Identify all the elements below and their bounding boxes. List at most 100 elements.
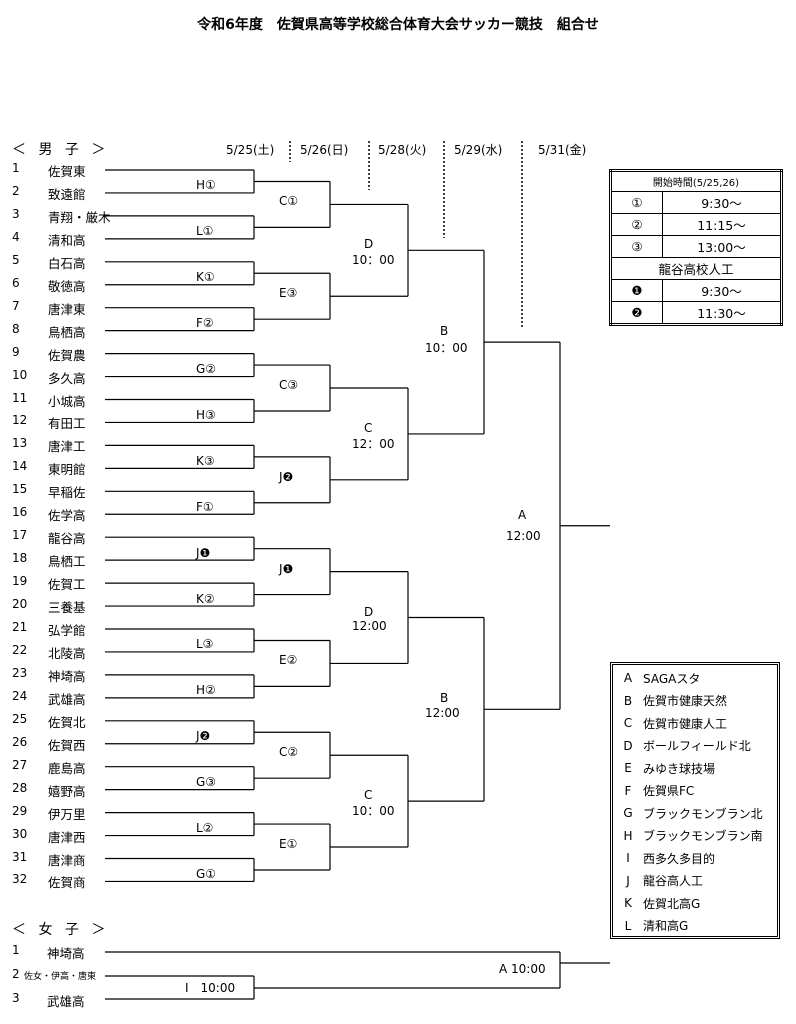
venue-subheader: 龍谷高校人工 bbox=[610, 257, 782, 280]
team-name: 伊万里 bbox=[48, 806, 86, 822]
team-name: 致遠館 bbox=[48, 186, 86, 202]
seed-number: 6 bbox=[12, 275, 20, 290]
team-name: 多久高 bbox=[48, 370, 86, 386]
seed-number: 25 bbox=[12, 711, 28, 726]
girls-final-label: A 10:00 bbox=[499, 962, 546, 976]
girls-seed-number: 3 bbox=[12, 991, 20, 1005]
time-slot-symbol: ③ bbox=[610, 235, 663, 258]
match-label: J❶ bbox=[196, 545, 211, 560]
venue-code: D bbox=[364, 604, 374, 619]
venue-code: K bbox=[624, 896, 632, 911]
date-header: 5/29(水) bbox=[454, 143, 503, 157]
time-slot-time: 9:30～ bbox=[662, 191, 782, 214]
team-name: 青翔・厳木 bbox=[48, 209, 111, 225]
venue-code: C bbox=[623, 716, 633, 731]
venue-code: E bbox=[624, 761, 632, 776]
kickoff-time: 10：00 bbox=[352, 804, 395, 819]
team-name: 佐賀農 bbox=[48, 347, 86, 363]
match-label: F① bbox=[196, 499, 214, 514]
venue-code: B bbox=[440, 324, 449, 339]
seed-number: 22 bbox=[12, 642, 28, 657]
seed-number: 16 bbox=[12, 505, 28, 520]
seed-number: 13 bbox=[12, 436, 28, 451]
seed-number: 8 bbox=[12, 321, 20, 336]
venue-name: 龍谷高人工 bbox=[643, 874, 704, 889]
girls-match-label: I 10:00 bbox=[185, 981, 236, 995]
venue-name: みゆき球技場 bbox=[643, 761, 716, 776]
venue-code: B bbox=[623, 693, 633, 708]
venue-code: A bbox=[518, 507, 527, 522]
match-label: G① bbox=[196, 866, 217, 881]
seed-number: 10 bbox=[12, 367, 28, 382]
time-slot-time: 9:30～ bbox=[662, 279, 782, 302]
time-slot-symbol: ② bbox=[610, 213, 663, 236]
team-name: 佐賀工 bbox=[48, 577, 86, 593]
seed-number: 23 bbox=[12, 665, 28, 680]
team-name: 早稲佐 bbox=[48, 485, 86, 501]
seed-number: 3 bbox=[12, 206, 20, 221]
seed-number: 4 bbox=[12, 229, 20, 244]
team-name: 鹿島高 bbox=[48, 760, 86, 776]
venue-code: C bbox=[364, 788, 373, 803]
seed-number: 32 bbox=[12, 872, 28, 887]
start-time-header: 開始時間(5/25,26) bbox=[610, 170, 782, 192]
match-label: J❷ bbox=[279, 469, 294, 484]
team-name: 嬉野高 bbox=[48, 783, 86, 799]
date-header: 5/25(土) bbox=[226, 143, 275, 157]
seed-number: 7 bbox=[12, 298, 20, 313]
match-label: L③ bbox=[196, 637, 214, 652]
venue-code: C bbox=[364, 420, 373, 435]
team-name: 敬徳高 bbox=[48, 278, 86, 294]
time-slot-symbol: ① bbox=[610, 191, 663, 214]
kickoff-time: 12:00 bbox=[425, 706, 460, 721]
girls-team-name: 佐女・伊高・唐東 bbox=[24, 972, 97, 982]
venue-name: ブラックモンブラン南 bbox=[643, 829, 763, 844]
match-label: J❶ bbox=[279, 561, 294, 576]
seed-number: 24 bbox=[12, 688, 28, 703]
venue-code: A bbox=[623, 671, 633, 686]
team-name: 唐津商 bbox=[48, 852, 86, 868]
venue-code: G bbox=[623, 806, 633, 821]
match-label: H③ bbox=[196, 407, 216, 422]
team-name: 神埼高 bbox=[48, 668, 86, 684]
match-label: L① bbox=[196, 224, 214, 239]
match-label: E② bbox=[279, 653, 298, 668]
seed-number: 14 bbox=[12, 459, 28, 474]
team-name: 唐津工 bbox=[48, 439, 86, 455]
match-label: L② bbox=[196, 821, 214, 836]
match-label: C① bbox=[279, 194, 299, 209]
team-name: 佐賀東 bbox=[48, 164, 86, 179]
venue-name: 清和高G bbox=[643, 919, 689, 934]
match-label: G③ bbox=[196, 775, 217, 790]
kickoff-time: 12:00 bbox=[352, 618, 387, 633]
girls-section-label: ＜ 女 子 ＞ bbox=[12, 922, 110, 938]
match-label: K③ bbox=[196, 453, 215, 468]
seed-number: 12 bbox=[12, 413, 28, 428]
team-name: 東明館 bbox=[48, 462, 86, 478]
team-name: 有田工 bbox=[48, 416, 86, 432]
girls-team-name: 武雄高 bbox=[47, 994, 85, 1009]
venue-code: D bbox=[364, 237, 374, 252]
match-label: K① bbox=[196, 270, 215, 285]
seed-number: 21 bbox=[12, 620, 28, 634]
seed-number: 26 bbox=[12, 734, 28, 749]
venue-name: 佐賀市健康人工 bbox=[643, 716, 728, 731]
date-header: 5/26(日) bbox=[300, 143, 349, 157]
seed-number: 15 bbox=[12, 482, 28, 497]
match-label: H① bbox=[196, 178, 216, 193]
kickoff-time: 12：00 bbox=[352, 436, 395, 451]
venue-code: F bbox=[624, 783, 632, 798]
seed-number: 31 bbox=[12, 849, 28, 864]
seed-number: 19 bbox=[12, 574, 28, 589]
venue-code: D bbox=[623, 738, 633, 753]
time-slot-symbol: ❶ bbox=[610, 279, 663, 302]
venue-code: I bbox=[626, 851, 630, 866]
date-header: 5/31(金) bbox=[538, 143, 587, 157]
venue-name: 西多久多目的 bbox=[643, 851, 716, 866]
